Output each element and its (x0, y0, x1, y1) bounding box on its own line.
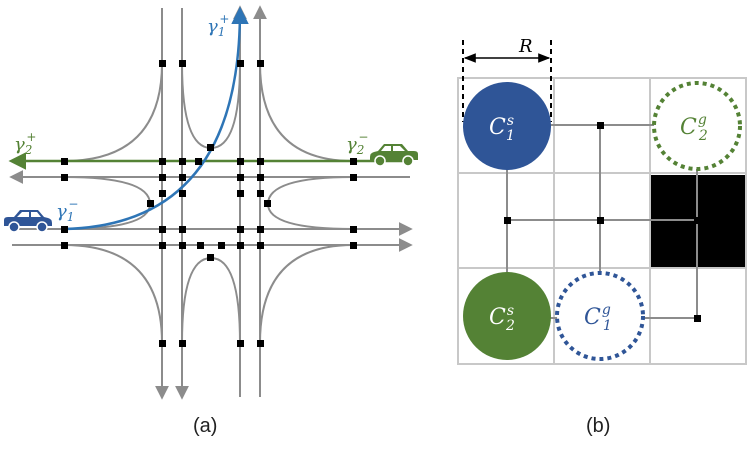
node (237, 242, 244, 249)
graph-nodes (61, 60, 357, 347)
node (264, 200, 271, 207)
node (159, 174, 166, 181)
radius-label: R (518, 36, 533, 57)
goal-region-c2 (652, 81, 742, 171)
node (257, 242, 264, 249)
turn-curve-inner-6 (267, 203, 354, 230)
node (159, 340, 166, 347)
node (257, 174, 264, 181)
node (350, 174, 357, 181)
node (257, 340, 264, 347)
turn-curve-tl (63, 62, 163, 162)
node (159, 226, 166, 233)
start-region-c2 (463, 272, 551, 360)
node (257, 190, 264, 197)
node (207, 144, 214, 151)
node (237, 174, 244, 181)
node (61, 242, 68, 249)
node (61, 158, 68, 165)
node (179, 226, 186, 233)
car-green-icon (370, 144, 418, 167)
panel-a: γ1+ γ1− γ2+ γ2− (a) (4, 5, 418, 437)
node (179, 190, 186, 197)
label-gamma1-plus: γ1+ (207, 12, 229, 39)
node (159, 190, 166, 197)
node (179, 158, 186, 165)
node (350, 226, 357, 233)
node (159, 242, 166, 249)
path-gamma1 (63, 6, 249, 231)
goal-region-c1 (555, 271, 645, 361)
node (159, 60, 166, 67)
turn-curve-br (259, 244, 354, 344)
turn-curve-inner-2 (210, 62, 241, 149)
node (237, 190, 244, 197)
node (257, 60, 264, 67)
node (179, 242, 186, 249)
node (179, 60, 186, 67)
node (197, 242, 204, 249)
node (237, 158, 244, 165)
label-gamma1-minus: γ1− (56, 197, 78, 224)
node (218, 242, 225, 249)
node (504, 217, 511, 224)
node (61, 226, 68, 233)
node (597, 122, 604, 129)
node (237, 226, 244, 233)
node (207, 254, 214, 261)
turn-curve-inner-1 (181, 62, 212, 149)
node (159, 158, 166, 165)
node (597, 217, 604, 224)
roadmap-nodes (504, 122, 701, 322)
car-blue-icon (4, 210, 52, 233)
node (694, 217, 701, 224)
node (257, 158, 264, 165)
label-gamma2-plus: γ2+ (14, 130, 36, 157)
node (257, 226, 264, 233)
turn-curve-inner-5 (267, 176, 354, 205)
node (237, 60, 244, 67)
turn-curve-bl (63, 244, 163, 344)
caption-a: (a) (193, 415, 217, 437)
turn-curve-inner-8 (210, 257, 241, 344)
start-region-c1 (463, 82, 551, 170)
radius-dimension: R (462, 36, 552, 122)
node (179, 340, 186, 347)
node (195, 158, 202, 165)
turn-curve-tr (259, 62, 354, 162)
node (179, 174, 186, 181)
node (61, 174, 68, 181)
node (147, 200, 154, 207)
node (350, 158, 357, 165)
node (694, 315, 701, 322)
turn-curve-inner-7 (181, 257, 212, 344)
turn-curve-inner-3 (63, 176, 151, 205)
node (237, 340, 244, 347)
caption-b: (b) (586, 415, 610, 437)
node (350, 242, 357, 249)
label-gamma2-minus: γ2− (346, 130, 368, 157)
